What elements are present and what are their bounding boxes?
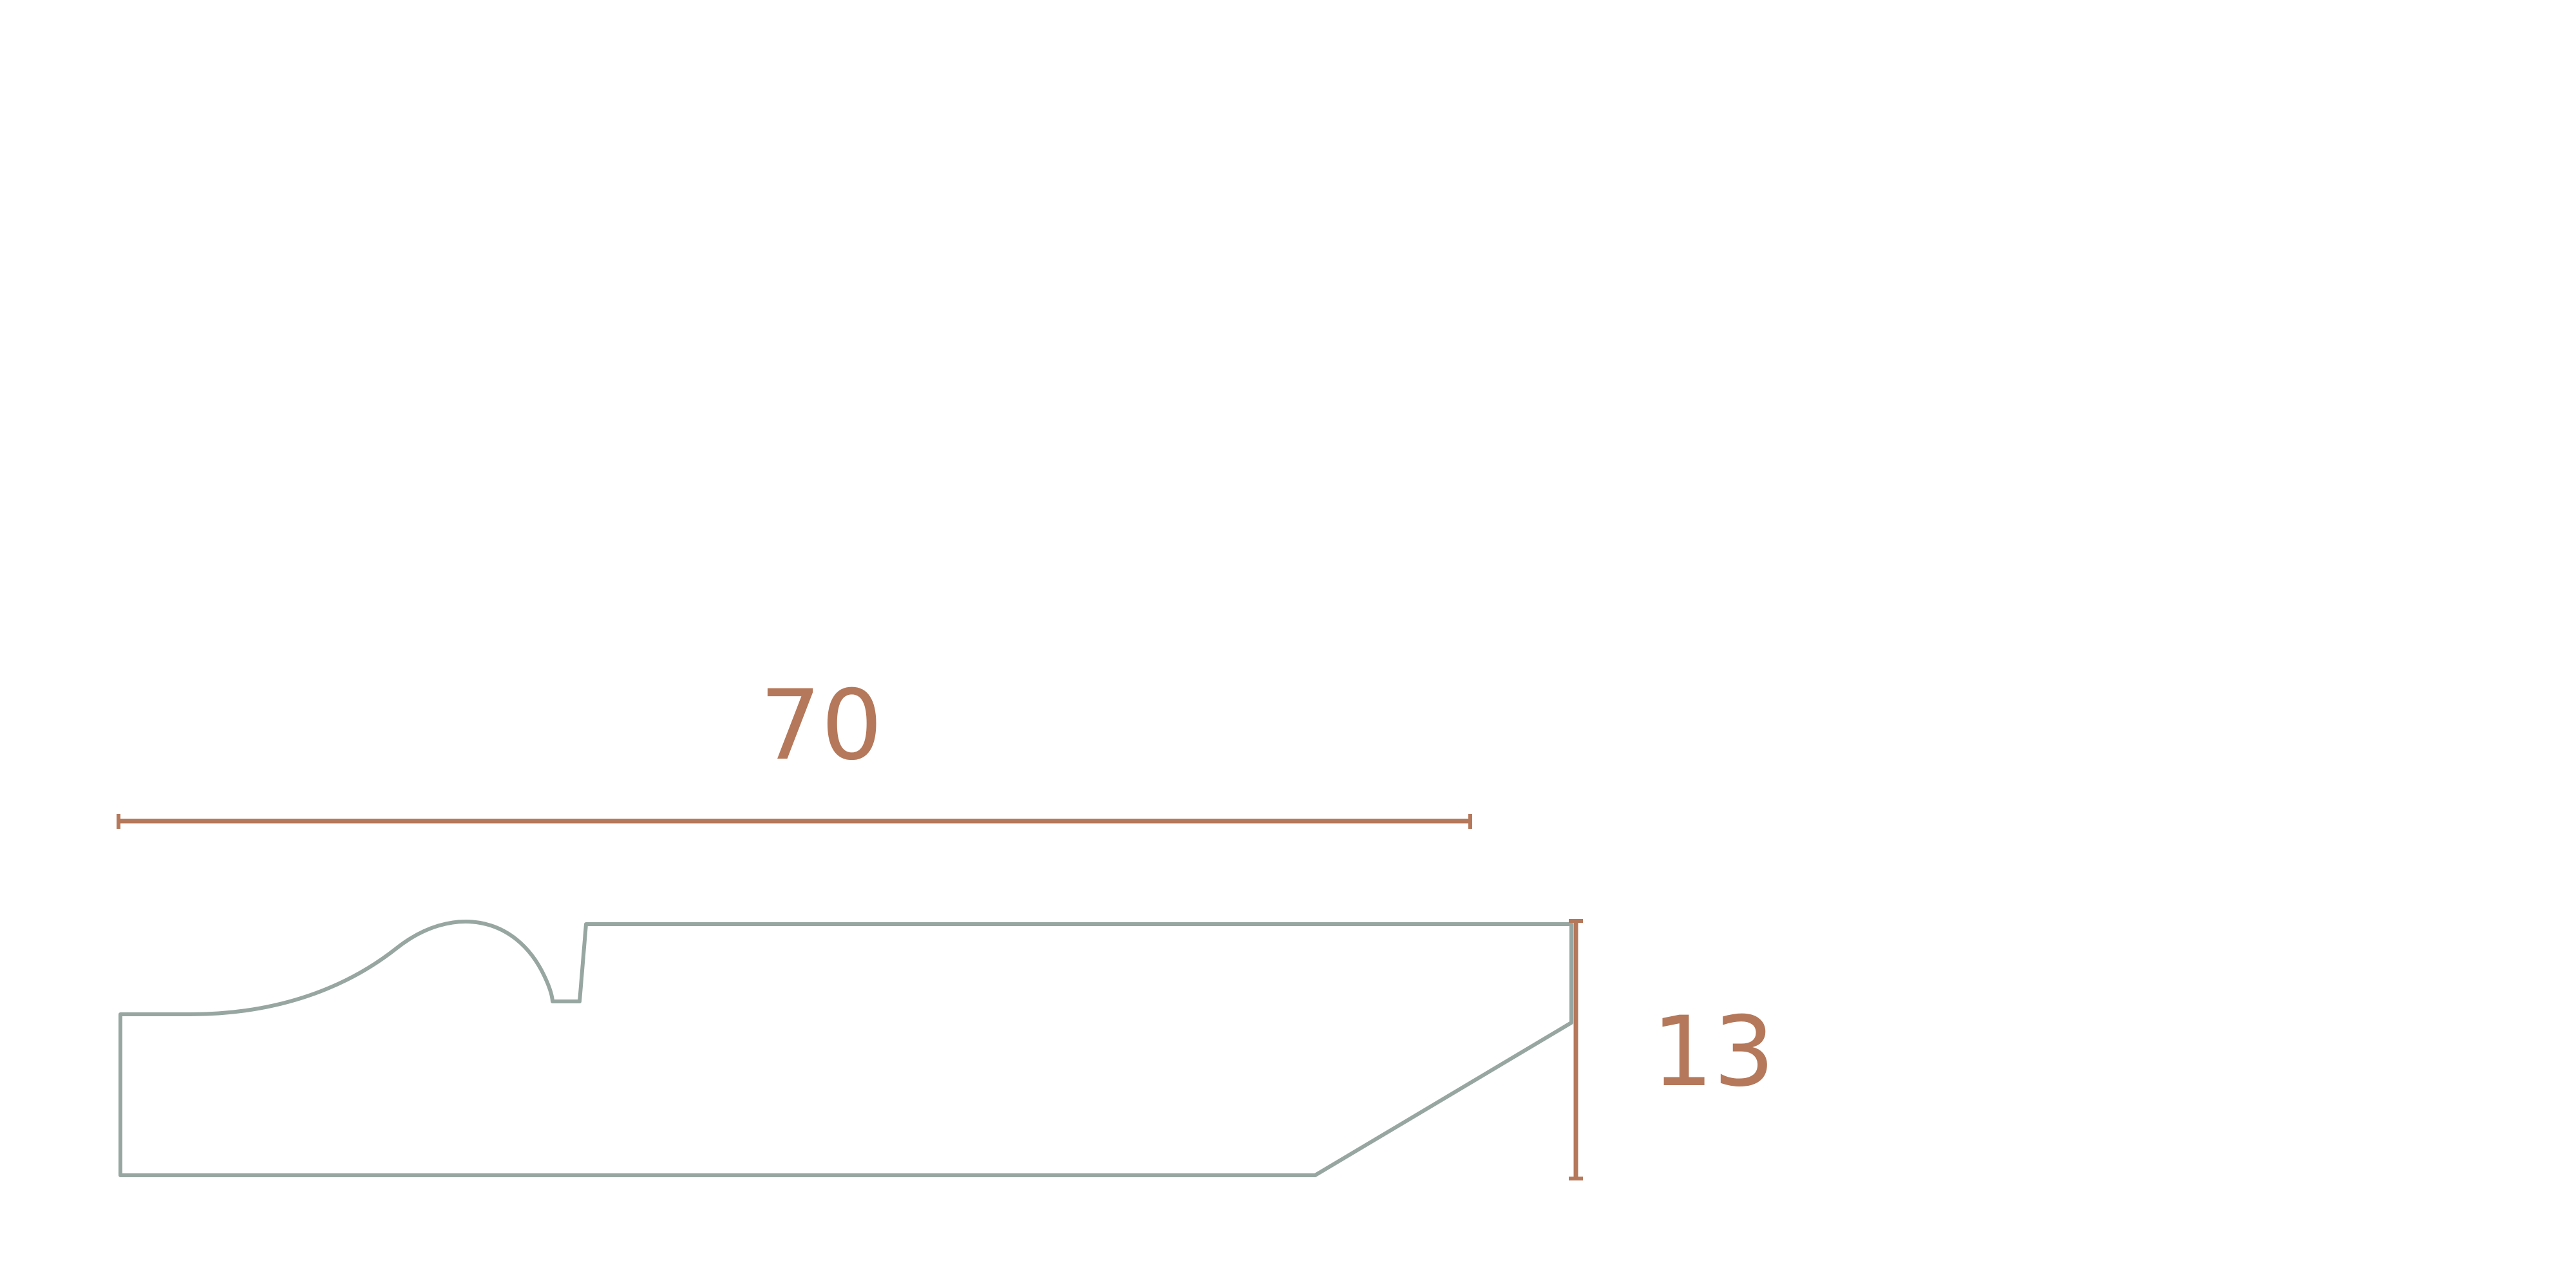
width-dimension: 70 (117, 670, 1472, 829)
height-dimension: 13 (1569, 919, 1775, 1180)
molding-profile-outline (118, 920, 1573, 1177)
width-dimension-label: 70 (760, 670, 883, 782)
height-dimension-label: 13 (1652, 996, 1775, 1108)
